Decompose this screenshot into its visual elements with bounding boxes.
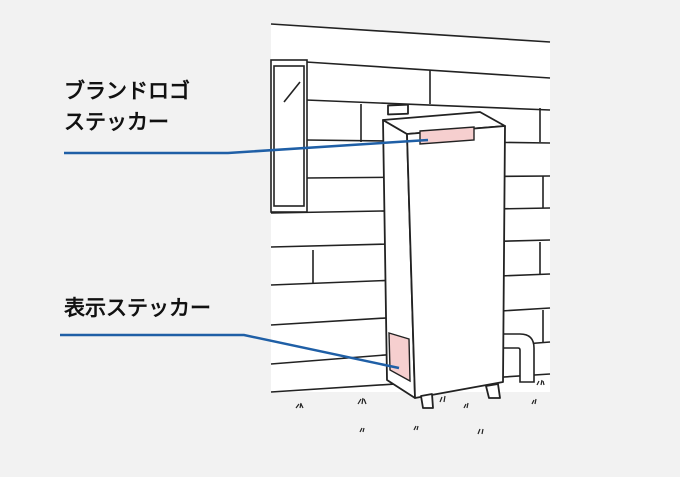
brand-logo-sticker-label-line1: ブランドロゴ <box>64 79 190 103</box>
water-heater-unit <box>382 103 506 409</box>
brand-logo-sticker-label: ブランドロゴ ステッカー <box>64 76 190 138</box>
display-sticker-leader-line <box>60 333 400 370</box>
window <box>270 59 308 213</box>
grass-tufts <box>295 379 545 435</box>
display-sticker-area <box>388 332 411 383</box>
water-pipe <box>502 333 535 383</box>
brand-logo-leader-line <box>64 138 429 155</box>
brand-logo-sticker-label-line2: ステッカー <box>64 110 169 134</box>
display-sticker-label: 表示ステッカー <box>64 296 211 320</box>
